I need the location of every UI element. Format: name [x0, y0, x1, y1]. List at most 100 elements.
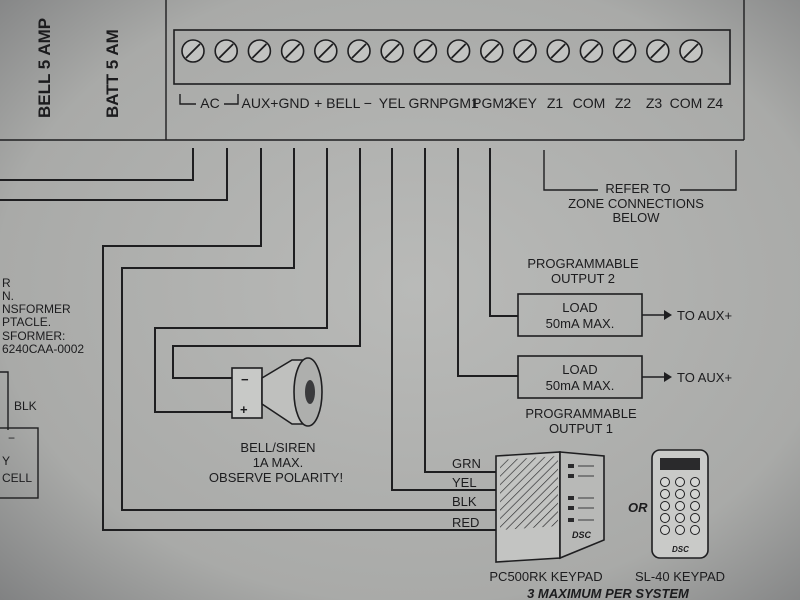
- terminal-screw-slot: [550, 43, 566, 59]
- terminal-screw-slot: [318, 43, 334, 59]
- keypad-wire-yel: YEL: [452, 475, 477, 490]
- sl40-caption: SL-40 KEYPAD: [635, 569, 725, 584]
- pc500-led: [568, 474, 574, 478]
- siren-minus-label: −: [241, 372, 249, 387]
- siren-label-line-2: 1A MAX.: [253, 455, 304, 470]
- keypad-wire-labels: GRN YEL BLK RED: [452, 456, 481, 530]
- side-labels: BELL 5 AMP BATT 5 AM: [35, 18, 122, 118]
- terminal-screw-slot: [185, 43, 201, 59]
- keypad-wire-red: RED: [452, 515, 479, 530]
- pc500-led: [568, 518, 574, 522]
- terminal-screw-slot: [650, 43, 666, 59]
- siren-center: [305, 380, 315, 404]
- pc500-keypad-hatch: [500, 456, 558, 530]
- ac-bracket-left: [179, 94, 196, 105]
- sl40-key: [675, 501, 685, 511]
- ac-bracket-right: [224, 94, 239, 105]
- left-notes: R N. NSFORMER PTACLE. SFORMER: 6240CAA-0…: [0, 276, 84, 499]
- terminal-label-pgm2: PGM2: [472, 95, 512, 111]
- pc500-led: [568, 464, 574, 468]
- batt-fuse-label: BATT 5 AM: [103, 29, 122, 118]
- terminal-screw-slot: [417, 43, 434, 59]
- terminal-screw-slot: [683, 43, 699, 59]
- terminal-screw-slot: [384, 43, 400, 59]
- zone-bracket-right: [680, 150, 737, 191]
- pgm1-to-aux: TO AUX+: [677, 370, 732, 385]
- terminal-label-yel: YEL: [379, 95, 406, 111]
- sl40-key: [690, 477, 700, 487]
- sl40-keypad-brand: DSC: [672, 545, 689, 554]
- max-keypads-note: 3 MAXIMUM PER SYSTEM: [527, 586, 690, 600]
- terminal-screw-slot: [583, 43, 600, 59]
- terminal-labels: AC AUX+ GND + BELL − YEL GRN PGM1 PGM2 K…: [179, 94, 724, 111]
- zone-note: REFER TO ZONE CONNECTIONS BELOW: [543, 150, 737, 225]
- pgm1-output: LOAD 50mA MAX. TO AUX+ PROGRAMMABLE OUTP…: [517, 355, 732, 436]
- sl40-key: [675, 477, 685, 487]
- terminal-strip: [173, 29, 731, 85]
- terminal-screw-slot: [284, 43, 301, 59]
- pgm2-arrow-head: [664, 310, 672, 320]
- terminal-label-com-2: COM: [670, 95, 703, 111]
- zone-bracket-left: [543, 150, 598, 191]
- siren-driver-box: [231, 367, 263, 419]
- wiring: [0, 148, 518, 531]
- sl40-keypad-display: [660, 458, 700, 470]
- control-board: [0, 0, 745, 141]
- pc500-keypad-face: [559, 451, 605, 560]
- terminal-screw-slot: [616, 43, 633, 59]
- pgm2-to-aux: TO AUX+: [677, 308, 732, 323]
- terminal-label-z4: Z4: [707, 95, 724, 111]
- terminal-label-z2: Z2: [615, 95, 632, 111]
- pgm2-output: PROGRAMMABLE OUTPUT 2 LOAD 50mA MAX. TO …: [517, 256, 732, 337]
- pc500-keypad-leds: [568, 464, 594, 522]
- pc500rk-keypad: DSC: [495, 451, 605, 563]
- pgm1-load-line-1: LOAD: [562, 362, 597, 377]
- left-note-line-6: 6240CAA-0002: [2, 342, 84, 356]
- terminal-screw-slot: [251, 43, 268, 59]
- sl40-key: [690, 489, 700, 499]
- zone-note-line-3: BELOW: [613, 210, 661, 225]
- sl40-keypad: DSC: [651, 449, 709, 559]
- sl40-key: [660, 513, 670, 523]
- keypad-wire-grn: GRN: [452, 456, 481, 471]
- siren-label-line-1: BELL/SIREN: [240, 440, 315, 455]
- left-note-line-3: NSFORMER: [2, 302, 71, 316]
- left-note-line-4: PTACLE.: [2, 315, 51, 329]
- terminal-label-key: KEY: [509, 95, 538, 111]
- terminal-label-gnd: GND: [278, 95, 309, 111]
- pgm1-title-line-1: PROGRAMMABLE: [525, 406, 637, 421]
- terminal-screw-slot: [351, 43, 367, 59]
- pgm2-load-line-1: LOAD: [562, 300, 597, 315]
- yel-wire: [391, 148, 496, 491]
- bell-minus-wire: [172, 148, 361, 379]
- left-note-line-2: N.: [2, 289, 14, 303]
- terminal-screw-slot: [484, 43, 500, 59]
- battery-label-line-1: Y: [2, 454, 10, 468]
- zone-note-line-2: ZONE CONNECTIONS: [568, 196, 704, 211]
- pgm1-title-line-2: OUTPUT 1: [549, 421, 613, 436]
- terminal-label-com-1: COM: [573, 95, 606, 111]
- terminal-label-bell: + BELL −: [314, 95, 372, 111]
- battery-wire: [0, 371, 9, 430]
- battery-label-line-2: CELL: [2, 471, 32, 485]
- sl40-keypad-keys: [660, 477, 700, 535]
- sl40-key: [660, 501, 670, 511]
- terminal-screws: [181, 39, 703, 63]
- pgm1-load-line-2: 50mA MAX.: [546, 378, 615, 393]
- sl40-key: [690, 501, 700, 511]
- pc500-led: [568, 506, 574, 510]
- terminal-label-ac: AC: [200, 95, 219, 111]
- sl40-key: [675, 489, 685, 499]
- ac-wire-2: [0, 148, 228, 201]
- siren-label-line-3: OBSERVE POLARITY!: [209, 470, 343, 485]
- pc500rk-caption: PC500RK KEYPAD: [489, 569, 602, 584]
- siren-plus-label: +: [240, 402, 248, 417]
- sl40-key: [660, 477, 670, 487]
- pgm2-load-line-2: 50mA MAX.: [546, 316, 615, 331]
- keypad-or-label: OR: [628, 500, 648, 515]
- sl40-key: [675, 525, 685, 535]
- terminal-label-z3: Z3: [646, 95, 663, 111]
- pgm1-arrow-head: [664, 372, 672, 382]
- terminal-label-pgm1: PGM1: [439, 95, 479, 111]
